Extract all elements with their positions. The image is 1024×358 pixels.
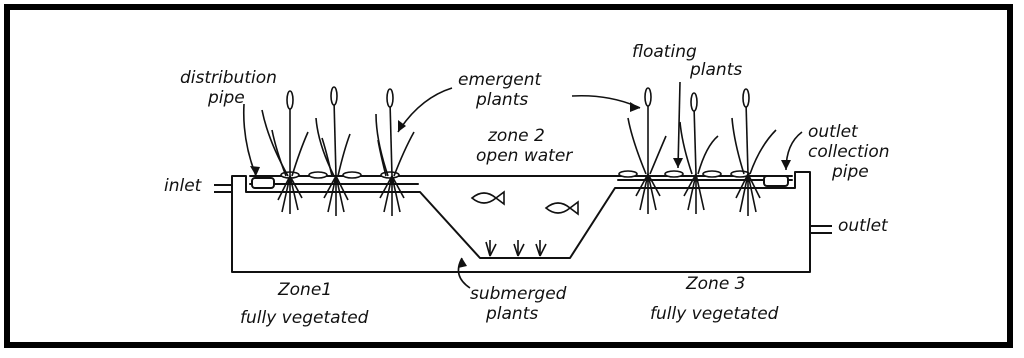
outlet-collection-pipe (764, 176, 788, 186)
submerged-plants-label: plants (486, 306, 538, 323)
zone3-title: Zone 3 (686, 276, 746, 293)
zone1-title: Zone1 (278, 282, 332, 299)
floating-label: floating (632, 44, 697, 61)
zone2-title: zone 2 (488, 128, 545, 145)
emergent-plants-left (262, 87, 414, 216)
emergent-plants-right (628, 88, 776, 216)
zone2-subtitle: open water (476, 148, 572, 165)
submerged-label: submerged (470, 286, 566, 303)
collection-pipe-label: pipe (832, 164, 869, 181)
emergent-plants-label: plants (476, 92, 528, 109)
inlet-pipe (214, 185, 232, 192)
submerged-plants (486, 240, 546, 256)
distribution-pipe-label: pipe (208, 90, 245, 107)
outlet-label: outlet (838, 218, 888, 235)
outlet-top-label: outlet (808, 124, 858, 141)
outlet-pipe (810, 226, 832, 233)
zone1-subtitle: fully vegetated (240, 310, 368, 327)
basin-outline (232, 172, 810, 272)
emergent-label: emergent (458, 72, 541, 89)
distribution-pipe (252, 178, 274, 188)
collection-label: collection (808, 144, 890, 161)
floating-plants-label: plants (690, 62, 742, 79)
distribution-label: distribution (180, 70, 277, 87)
fish (472, 192, 578, 214)
inlet-label: inlet (164, 178, 201, 195)
zone3-subtitle: fully vegetated (650, 306, 778, 323)
